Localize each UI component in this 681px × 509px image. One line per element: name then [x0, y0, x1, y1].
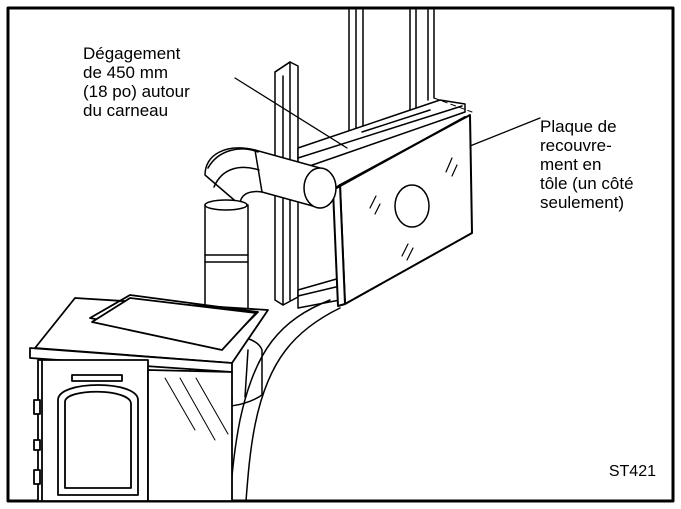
clearance-label: Dégagement de 450 mm (18 po) autour du c… — [83, 44, 190, 120]
diagram-border — [6, 6, 675, 503]
wall-studs — [348, 9, 435, 144]
lower-board — [297, 277, 341, 309]
cover-plate — [332, 114, 473, 307]
leader-lines — [234, 77, 541, 149]
cover-plate-label: Plaque de recouvre- ment en tôle (un côt… — [540, 117, 634, 212]
figure-code: ST421 — [608, 463, 656, 480]
stove — [29, 294, 269, 502]
